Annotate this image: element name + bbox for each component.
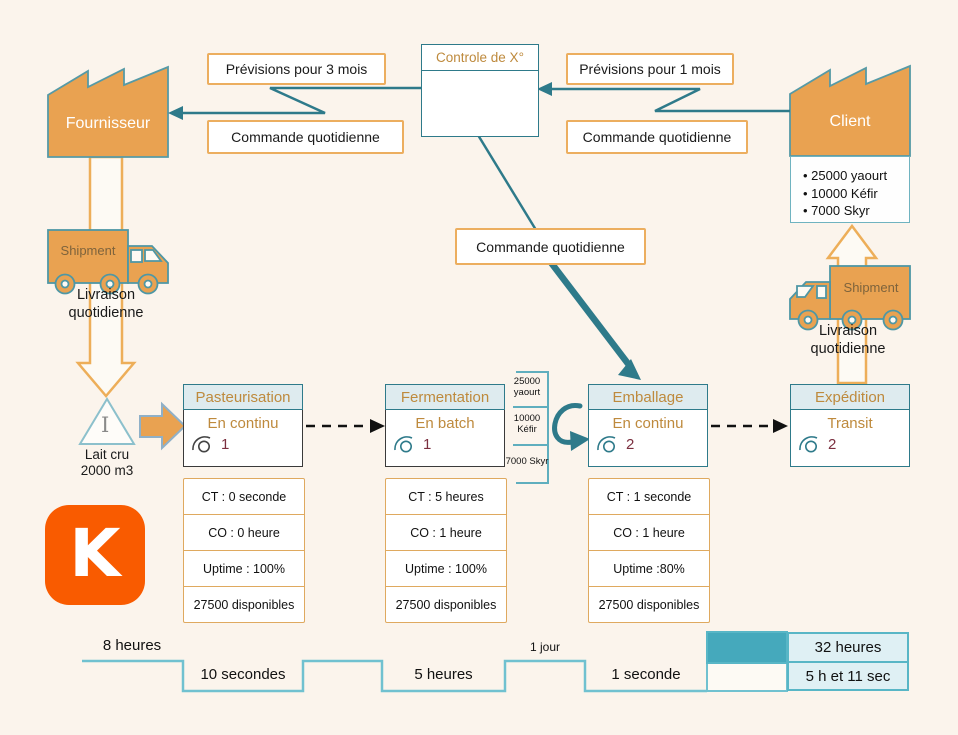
raw-inventory-qty: 2000 m3 (80, 463, 134, 478)
data-ct: CT : 0 seconde (184, 479, 304, 515)
data-co: CO : 1 heure (386, 515, 506, 551)
forecast-supplier-label[interactable]: Prévisions pour 3 mois (207, 53, 386, 85)
process-expedition[interactable]: Expédition Transit 2 (790, 384, 910, 467)
supplier-delivery-label: Livraison quotidienne (68, 287, 144, 321)
timeline-process-3: 1 seconde (611, 666, 681, 683)
process-mode: En batch (415, 415, 475, 432)
process-mode: En continu (207, 415, 279, 432)
wip-item-yaourt: 25000 yaourt (513, 376, 541, 398)
wip-item-skyr: 7000 Skyr (505, 456, 549, 467)
timeline-process-2: 5 heures (414, 666, 473, 683)
operator-count: 1 (423, 436, 432, 453)
withdrawal-arrow (552, 403, 583, 445)
timeline-wait-1: 8 heures (102, 637, 162, 654)
process-emballage[interactable]: Emballage En continu 2 (588, 384, 708, 467)
demand-item: 10000 Kéfir (803, 185, 909, 203)
production-control-box[interactable]: Controle de X° (421, 44, 539, 137)
process-fermentation[interactable]: Fermentation En batch 1 (385, 384, 505, 467)
customer-truck-icon[interactable] (789, 265, 911, 331)
supplier-label: Fournisseur (65, 115, 151, 132)
databox-pasteurisation[interactable]: CT : 0 seconde CO : 0 heure Uptime : 100… (183, 478, 305, 623)
process-title: Pasteurisation (183, 384, 303, 410)
control-order-line (476, 134, 538, 231)
databox-fermentation[interactable]: CT : 5 heures CO : 1 heure Uptime : 100%… (385, 478, 507, 623)
operator-icon (799, 436, 818, 453)
process-title: Fermentation (385, 384, 505, 410)
operator-icon (597, 436, 616, 453)
operator-count: 1 (221, 436, 230, 453)
timeline-process-1: 10 secondes (200, 666, 286, 683)
process-mode: Transit (827, 415, 873, 432)
data-co: CO : 1 heure (589, 515, 709, 551)
emballage-expedition-arrowhead (773, 419, 788, 433)
order-center-label[interactable]: Commande quotidienne (455, 228, 646, 265)
data-uptime: Uptime : 100% (184, 551, 304, 587)
databox-emballage[interactable]: CT : 1 seconde CO : 1 heure Uptime :80% … (588, 478, 710, 623)
inventory-symbol: I (101, 413, 110, 437)
timeline-end-step (706, 662, 788, 692)
timeline-total-marker (706, 631, 788, 664)
demand-item: 25000 yaourt (803, 167, 909, 185)
data-uptime: Uptime :80% (589, 551, 709, 587)
timeline-line (82, 659, 707, 693)
process-title: Emballage (588, 384, 708, 410)
wip-bracket (513, 371, 549, 484)
timeline-total-wait: 32 heures (787, 632, 909, 663)
customer-demand-box[interactable]: 25000 yaourt 10000 Kéfir 7000 Skyr (790, 156, 910, 223)
order-customer-label[interactable]: Commande quotidienne (566, 120, 748, 154)
data-uptime: Uptime : 100% (386, 551, 506, 587)
raw-inventory-label: Lait cru 2000 m3 (67, 447, 147, 479)
production-control-title: Controle de X° (422, 45, 538, 71)
operator-icon (394, 436, 413, 453)
logo-letter: K (69, 514, 121, 592)
supplier-factory-icon[interactable] (47, 65, 169, 158)
forecast-customer-arrow (550, 87, 790, 113)
order-to-emballage-arrow (543, 254, 632, 367)
customer-label: Client (829, 113, 871, 130)
customer-factory-icon[interactable] (789, 64, 911, 157)
data-available: 27500 disponibles (395, 597, 497, 612)
withdrawal-arrowhead (570, 431, 590, 451)
push-arrow (139, 401, 187, 451)
demand-item: 7000 Skyr (803, 202, 909, 220)
process-pasteurisation[interactable]: Pasteurisation En continu 1 (183, 384, 303, 467)
forecast-customer-arrowhead (537, 82, 552, 96)
process-title: Expédition (790, 384, 910, 410)
operator-count: 2 (828, 436, 837, 453)
order-to-emballage-arrowhead (618, 359, 641, 380)
data-available: 27500 disponibles (193, 597, 295, 612)
raw-inventory-name: Lait cru (84, 447, 130, 462)
klaxoon-logo: K (45, 505, 145, 605)
customer-delivery-label: Livraison quotidienne (810, 323, 886, 357)
timeline-total-process: 5 h et 11 sec (787, 661, 909, 691)
wip-item-kefir: 10000 Kéfir (513, 413, 541, 435)
timeline-wait-2: 1 jour (529, 640, 561, 654)
forecast-supplier-arrowhead (168, 106, 183, 120)
supplier-truck-icon[interactable] (47, 229, 169, 295)
data-co: CO : 0 heure (184, 515, 304, 551)
process-mode: En continu (612, 415, 684, 432)
inventory-triangle-icon[interactable] (78, 397, 136, 445)
data-available: 27500 disponibles (598, 597, 700, 612)
forecast-supplier-arrow (180, 86, 421, 115)
order-supplier-label[interactable]: Commande quotidienne (207, 120, 404, 154)
operator-count: 2 (626, 436, 635, 453)
customer-shipment-label: Shipment (843, 280, 899, 295)
forecast-customer-label[interactable]: Prévisions pour 1 mois (566, 53, 734, 85)
data-ct: CT : 1 seconde (589, 479, 709, 515)
data-ct: CT : 5 heures (386, 479, 506, 515)
pasteurisation-fermentation-arrowhead (370, 419, 385, 433)
supplier-shipment-label: Shipment (60, 243, 116, 258)
operator-icon (192, 436, 211, 453)
